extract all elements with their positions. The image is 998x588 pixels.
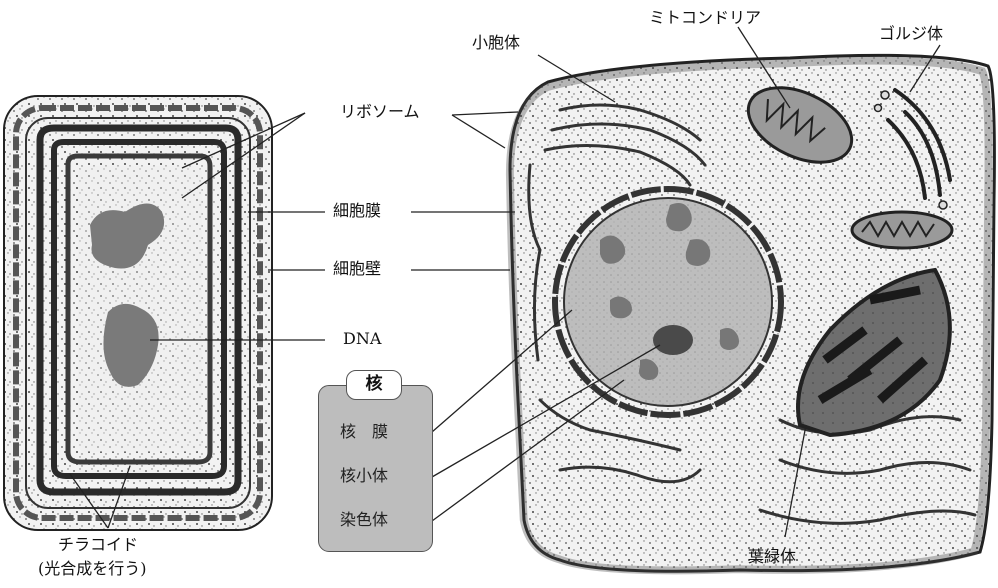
label-golgi: ゴルジ体 (879, 26, 943, 42)
label-cell-membrane: 細胞膜 (333, 203, 381, 219)
label-vesicle: 小胞体 (472, 35, 520, 51)
label-cell-wall: 細胞壁 (333, 261, 381, 277)
label-chloroplast: 葉緑体 (748, 549, 796, 565)
plant-cell (510, 55, 995, 571)
label-nucleolus: 核小体 (340, 468, 388, 484)
label-dna: DNA (343, 331, 381, 347)
prokaryotic-cell (4, 96, 272, 530)
label-mitochondria: ミトコンドリア (649, 10, 761, 26)
label-thylakoid-note: (光合成を行う) (38, 561, 147, 577)
nucleus-legend-title: 核 (346, 370, 402, 400)
label-nuclear-membrane: 核 膜 (340, 424, 388, 440)
label-ribosome: リボソーム (340, 104, 420, 120)
label-chromosome: 染色体 (340, 512, 388, 528)
label-thylakoid: チラコイド (58, 537, 138, 553)
